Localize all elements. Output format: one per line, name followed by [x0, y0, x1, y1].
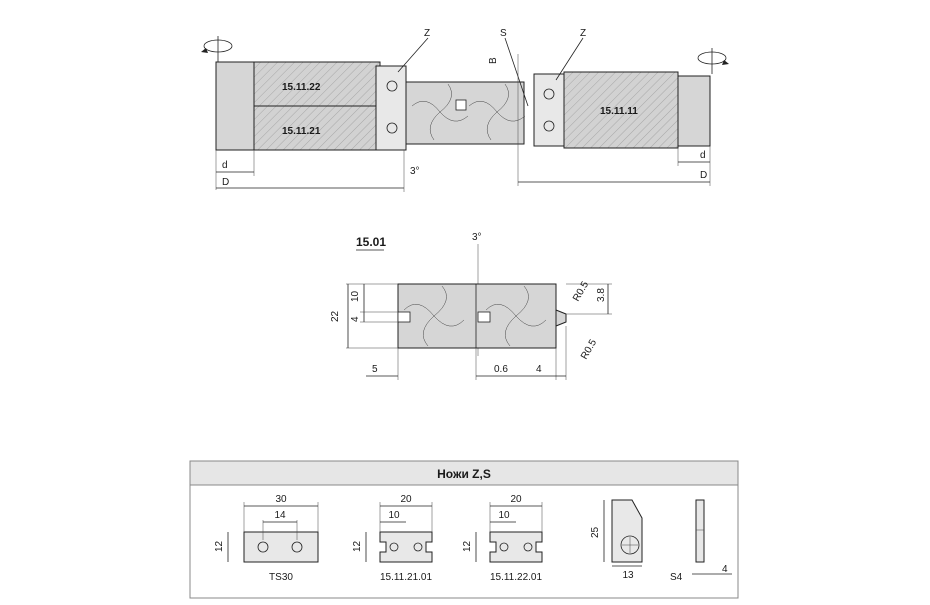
k1-name: 15.11.21.01	[380, 572, 433, 583]
dim-22: 22	[330, 310, 341, 322]
dim-4: 4	[350, 316, 361, 322]
assembly-view: 15.11.22 15.11.21 15.11.11 Z S Z B d D 3…	[201, 28, 729, 192]
k2-height: 12	[462, 540, 473, 552]
label-z-right: Z	[580, 28, 586, 39]
ts30-width: 30	[275, 494, 287, 505]
left-body-top	[253, 61, 381, 107]
part-label-right: 15.11.11	[600, 106, 638, 117]
right-body	[563, 71, 679, 149]
side-width: 13	[622, 570, 634, 581]
dim-10: 10	[350, 290, 361, 302]
right-knife-z	[533, 73, 565, 147]
right-spindle	[677, 75, 711, 147]
dim-4b: 4	[536, 364, 542, 375]
detail-cutter	[397, 283, 557, 349]
detail-view: 15.01 3° 22 10 4 5 0.6 4	[330, 232, 612, 380]
dim-left-d: d	[222, 160, 228, 171]
rotation-right-icon	[697, 48, 729, 74]
radius-bottom: R0.5	[579, 337, 599, 361]
side-height: 25	[590, 526, 601, 538]
dim-left-D: D	[222, 177, 229, 188]
central-cutter	[405, 81, 525, 145]
part-label-left-bottom: 15.11.21	[282, 126, 321, 137]
label-b: B	[488, 57, 499, 64]
rotation-left-icon	[201, 36, 233, 62]
knives-header-bar	[189, 460, 739, 486]
angle-assembly: 3°	[410, 166, 420, 177]
knives-panel: Ножи Z,S 30 14 12 TS30 20	[189, 460, 739, 599]
knife-ts30: 30 14 12 TS30	[214, 494, 319, 583]
s4-name: S4	[670, 572, 683, 583]
knife-side: 25 13	[590, 499, 643, 581]
detail-angle: 3°	[472, 232, 482, 243]
s4-thickness: 4	[722, 564, 728, 575]
ts30-name: TS30	[269, 572, 293, 583]
radius-top: R0.5	[571, 279, 591, 303]
knives-header: Ножи Z,S	[437, 467, 491, 481]
k2-hole: 10	[498, 510, 510, 521]
left-spindle	[215, 61, 255, 151]
dim-right-D: D	[700, 170, 707, 181]
detail-title: 15.01	[356, 235, 386, 249]
k1-height: 12	[352, 540, 363, 552]
dim-right-d: d	[700, 150, 706, 161]
dim-38: 3.8	[596, 288, 607, 302]
label-s: S	[500, 28, 507, 39]
ts30-height: 12	[214, 540, 225, 552]
k1-width: 20	[400, 494, 412, 505]
dim-5: 5	[372, 364, 378, 375]
dim-06: 0.6	[494, 364, 508, 375]
k2-name: 15.11.22.01	[490, 572, 543, 583]
label-z-left: Z	[424, 28, 430, 39]
ts30-hole: 14	[274, 510, 286, 521]
left-knife-z	[375, 65, 407, 151]
part-label-left-top: 15.11.22	[282, 82, 321, 93]
knife-s4: S4 4	[670, 499, 732, 583]
knife-151122: 20 10 12 15.11.22.01	[462, 494, 543, 583]
k1-hole: 10	[388, 510, 400, 521]
knife-151121: 20 10 12 15.11.21.01	[352, 494, 433, 583]
k2-width: 20	[510, 494, 522, 505]
